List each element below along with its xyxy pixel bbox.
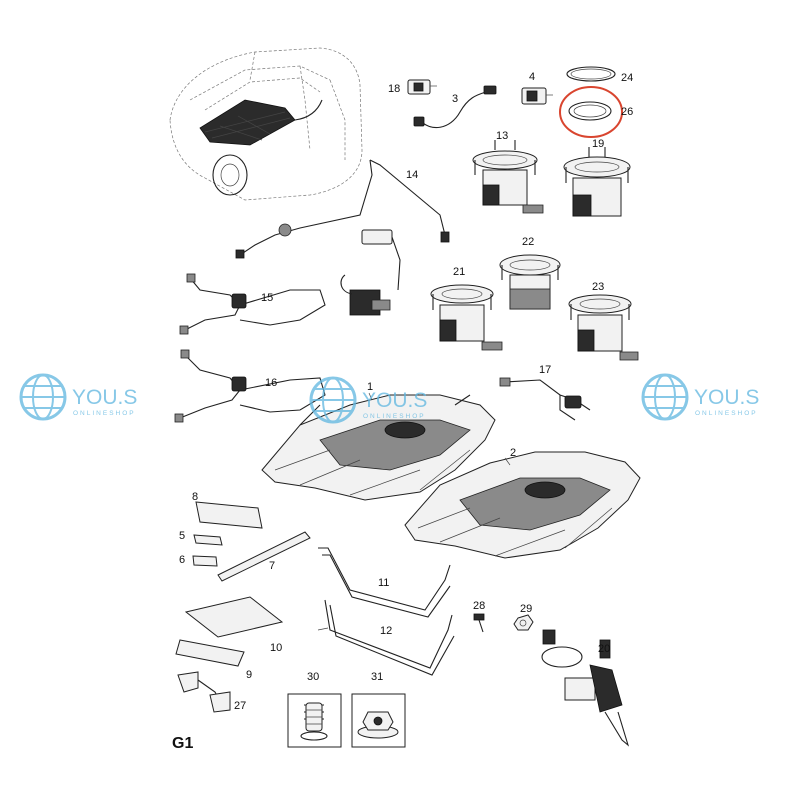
part-19-fuel-pump bbox=[563, 147, 631, 217]
globe-logo-icon bbox=[309, 376, 357, 424]
label-16: 16 bbox=[265, 377, 277, 389]
part-17-fuel-line bbox=[499, 377, 591, 421]
part-3-harness bbox=[413, 85, 497, 129]
label-2: 2 bbox=[510, 447, 516, 459]
label-13: 13 bbox=[496, 130, 508, 142]
part-23-fuel-pump bbox=[568, 294, 639, 361]
watermark-brand: YOU.S bbox=[362, 389, 427, 412]
part-28-bolt bbox=[473, 613, 485, 633]
part-14-fuel-line bbox=[235, 159, 450, 259]
part-1-fuel-tank bbox=[261, 394, 496, 501]
part-labels: 18 3 4 24 26 13 19 14 22 21 23 15 17 16 … bbox=[172, 71, 633, 752]
label-9: 9 bbox=[246, 669, 252, 681]
part-9-pad bbox=[175, 639, 245, 667]
label-20: 20 bbox=[598, 643, 610, 655]
label-27: 27 bbox=[234, 700, 246, 712]
watermark-brand: YOU.S bbox=[72, 386, 137, 409]
part-6-pad bbox=[192, 555, 218, 567]
part-27-clip bbox=[177, 671, 231, 713]
label-14: 14 bbox=[406, 169, 418, 181]
label-12: 12 bbox=[380, 625, 392, 637]
label-19: 19 bbox=[592, 138, 604, 150]
label-22: 22 bbox=[522, 236, 534, 248]
part-16-fuel-line bbox=[174, 349, 326, 423]
part-20-level-sensor bbox=[541, 629, 630, 747]
label-29: 29 bbox=[520, 603, 532, 615]
label-21: 21 bbox=[453, 266, 465, 278]
part-18-connector bbox=[407, 79, 437, 95]
group-code: G1 bbox=[172, 735, 193, 752]
part-4-connector bbox=[521, 87, 553, 105]
detail-box-30 bbox=[287, 693, 342, 748]
watermark-subtitle: ONLINESHOP bbox=[695, 410, 758, 417]
label-17: 17 bbox=[539, 364, 551, 376]
part-21-fuel-pump bbox=[430, 284, 503, 351]
part-13-fuel-pump bbox=[472, 140, 544, 214]
part-2-fuel-tank bbox=[404, 451, 641, 559]
label-26: 26 bbox=[621, 106, 633, 118]
globe-logo-icon bbox=[641, 373, 689, 421]
label-1: 1 bbox=[367, 381, 373, 393]
label-10: 10 bbox=[270, 642, 282, 654]
label-15: 15 bbox=[261, 292, 273, 304]
watermark-brand: YOU.S bbox=[694, 386, 759, 409]
vehicle-rear-view bbox=[169, 47, 363, 201]
part-22-fuel-pump bbox=[499, 254, 561, 310]
part-5-pad bbox=[193, 534, 223, 546]
label-23: 23 bbox=[592, 281, 604, 293]
part-25-sender-unit bbox=[340, 229, 401, 316]
watermark-center: YOU.S ONLINESHOP bbox=[309, 376, 427, 424]
watermark-right: YOU.S ONLINESHOP bbox=[641, 373, 759, 421]
part-11-tank-strap bbox=[318, 547, 451, 618]
label-3: 3 bbox=[452, 93, 458, 105]
label-8: 8 bbox=[192, 491, 198, 503]
label-28: 28 bbox=[473, 600, 485, 612]
label-24: 24 bbox=[621, 72, 633, 84]
part-26-seal-ring bbox=[568, 101, 612, 121]
label-18: 18 bbox=[388, 83, 400, 95]
part-7-strip bbox=[217, 531, 311, 582]
label-7: 7 bbox=[269, 560, 275, 572]
part-10-pad bbox=[184, 596, 284, 638]
highlight-circle bbox=[559, 86, 623, 138]
label-5: 5 bbox=[179, 530, 185, 542]
globe-logo-icon bbox=[19, 373, 67, 421]
watermark-subtitle: ONLINESHOP bbox=[73, 410, 136, 417]
part-24-seal-ring bbox=[566, 66, 616, 82]
watermark-subtitle: ONLINESHOP bbox=[363, 413, 426, 420]
part-15-fuel-line bbox=[179, 273, 326, 335]
label-6: 6 bbox=[179, 554, 185, 566]
label-30: 30 bbox=[307, 671, 319, 683]
label-4: 4 bbox=[529, 71, 535, 83]
label-31: 31 bbox=[371, 671, 383, 683]
part-12-tank-strap bbox=[317, 599, 455, 676]
label-11: 11 bbox=[378, 577, 389, 589]
part-8-pad bbox=[195, 501, 263, 529]
detail-box-31 bbox=[351, 693, 406, 748]
part-29-nut bbox=[513, 614, 534, 631]
watermark-left: YOU.S ONLINESHOP bbox=[19, 373, 137, 421]
